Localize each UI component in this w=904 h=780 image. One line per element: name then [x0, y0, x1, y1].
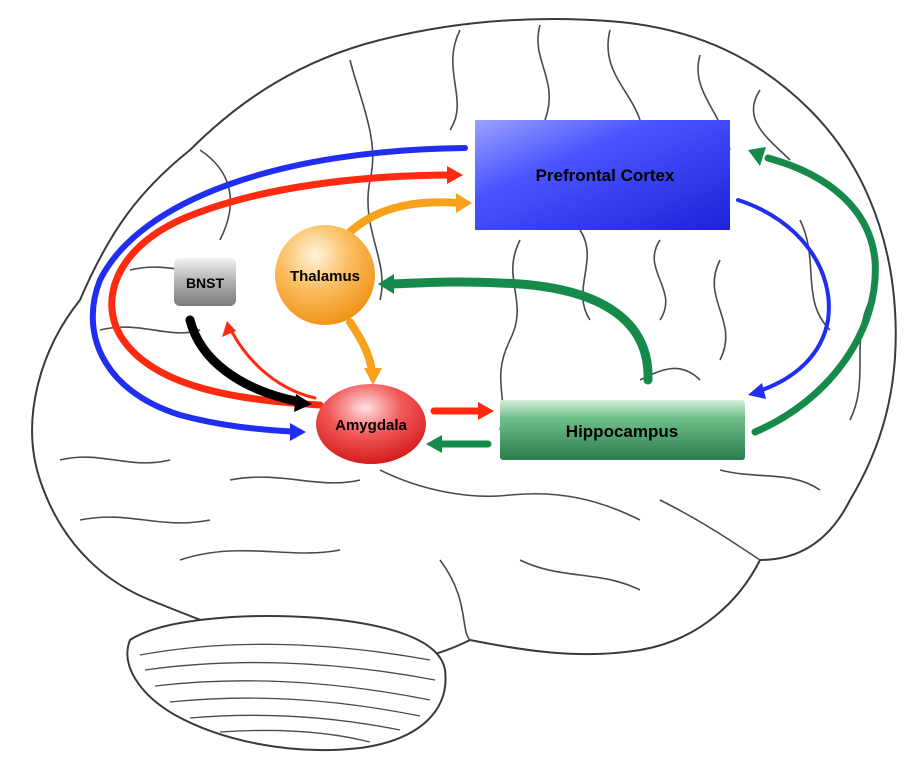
prefrontal-cortex-label: Prefrontal Cortex [536, 166, 675, 185]
node-thalamus: Thalamus [275, 225, 375, 325]
brain-outline [32, 19, 896, 750]
node-bnst: BNST [174, 258, 236, 306]
cerebrum-outline [32, 19, 896, 664]
amygdala-label: Amygdala [335, 417, 407, 434]
hippocampus-label: Hippocampus [566, 422, 678, 441]
node-hippocampus: Hippocampus [500, 400, 745, 460]
thalamus-label: Thalamus [290, 268, 360, 285]
node-amygdala: Amygdala [316, 384, 426, 464]
node-prefrontal-cortex: Prefrontal Cortex [475, 120, 730, 230]
bnst-label: BNST [186, 275, 225, 291]
